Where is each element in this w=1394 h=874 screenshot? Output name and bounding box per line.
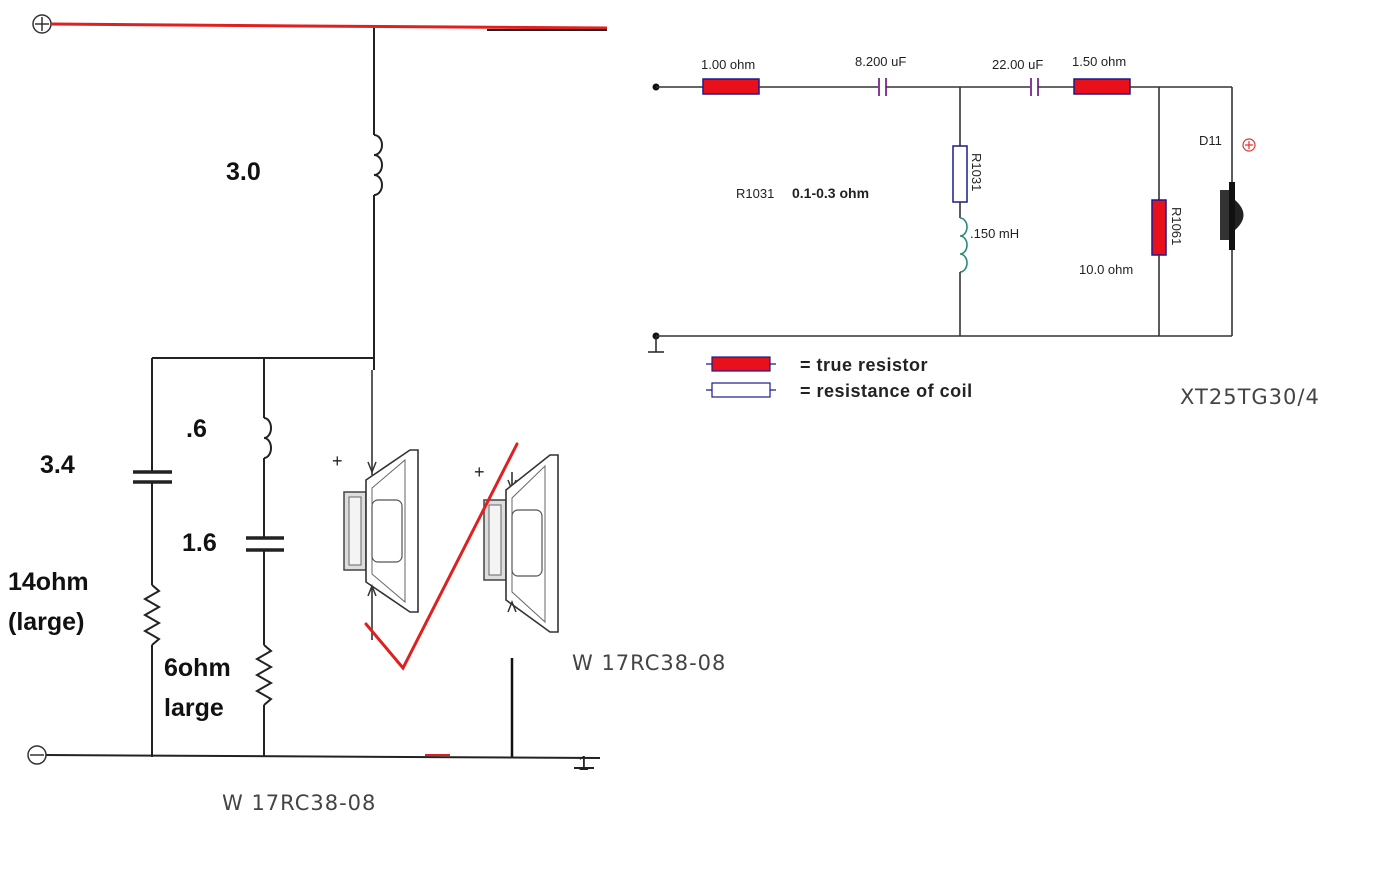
woofer-speaker-1-icon [343,370,419,640]
woofer-speaker-2-icon [483,454,559,633]
inductor-small-value: .6 [186,415,207,443]
driver-label: D11 [1199,133,1222,148]
c1-value: 8.200 uF [855,54,906,69]
negative-rail [45,754,601,759]
resistor-mid [254,644,274,706]
speaker-2-plus: + [474,462,485,482]
r1031-note: 0.1-0.3 ohm [792,185,869,201]
red-checkmark-annotation [364,442,519,671]
resistor-left-value-line1: 14ohm [8,568,89,596]
r1031-side-label: R1031 [969,153,984,191]
positive-rail-red [50,22,608,30]
inductor-small [263,417,272,459]
resistor-1-5-ohm [1073,78,1131,95]
r1061-resistor [1151,199,1167,256]
coil-value: .150 mH [970,226,1019,241]
woofer-model-right: W 17RC38-08 [572,651,726,675]
main-inductor-value: 3.0 [226,158,261,186]
r2-value: 1.50 ohm [1072,54,1126,69]
r1061-label: R1061 [1169,207,1184,245]
legend-true-resistor-swatch [711,356,771,372]
r1-value: 1.00 ohm [701,57,755,72]
r1031-label: R1031 [736,186,774,201]
tweeter-driver-icon [1220,182,1244,250]
tweeter-model: XT25TG30/4 [1180,385,1320,409]
speaker-1-plus: + [332,451,343,471]
cap-mid-value: 1.6 [182,529,217,557]
legend-coil-resistance: = resistance of coil [800,381,973,401]
resistor-mid-value-line2: large [164,694,224,722]
r1061-value: 10.0 ohm [1079,262,1133,277]
tweeter-crossover: 1.00 ohm 8.200 uF 22.00 uF 1.50 ohm R103… [648,54,1320,409]
main-inductor [373,134,383,196]
resistor-1-ohm [702,78,760,95]
cap-left-value: 3.4 [40,451,75,479]
resistor-left-value-line2: (large) [8,608,84,636]
resistor-left [142,584,162,646]
woofer-crossover: 3.0 3.4 14ohm (large) .6 1.6 6ohm large [8,14,726,815]
r1031-coil-resistance [952,145,968,203]
resistor-mid-value-line1: 6ohm [164,654,231,682]
c2-value: 22.00 uF [992,57,1043,72]
legend-coil-resistance-swatch [711,382,771,398]
coil-150mh [959,217,968,273]
legend: = true resistor = resistance of coil [706,355,973,401]
woofer-model-bottom: W 17RC38-08 [222,791,376,815]
ground-mark: 1 [578,753,589,775]
legend-true-resistor: = true resistor [800,355,928,375]
